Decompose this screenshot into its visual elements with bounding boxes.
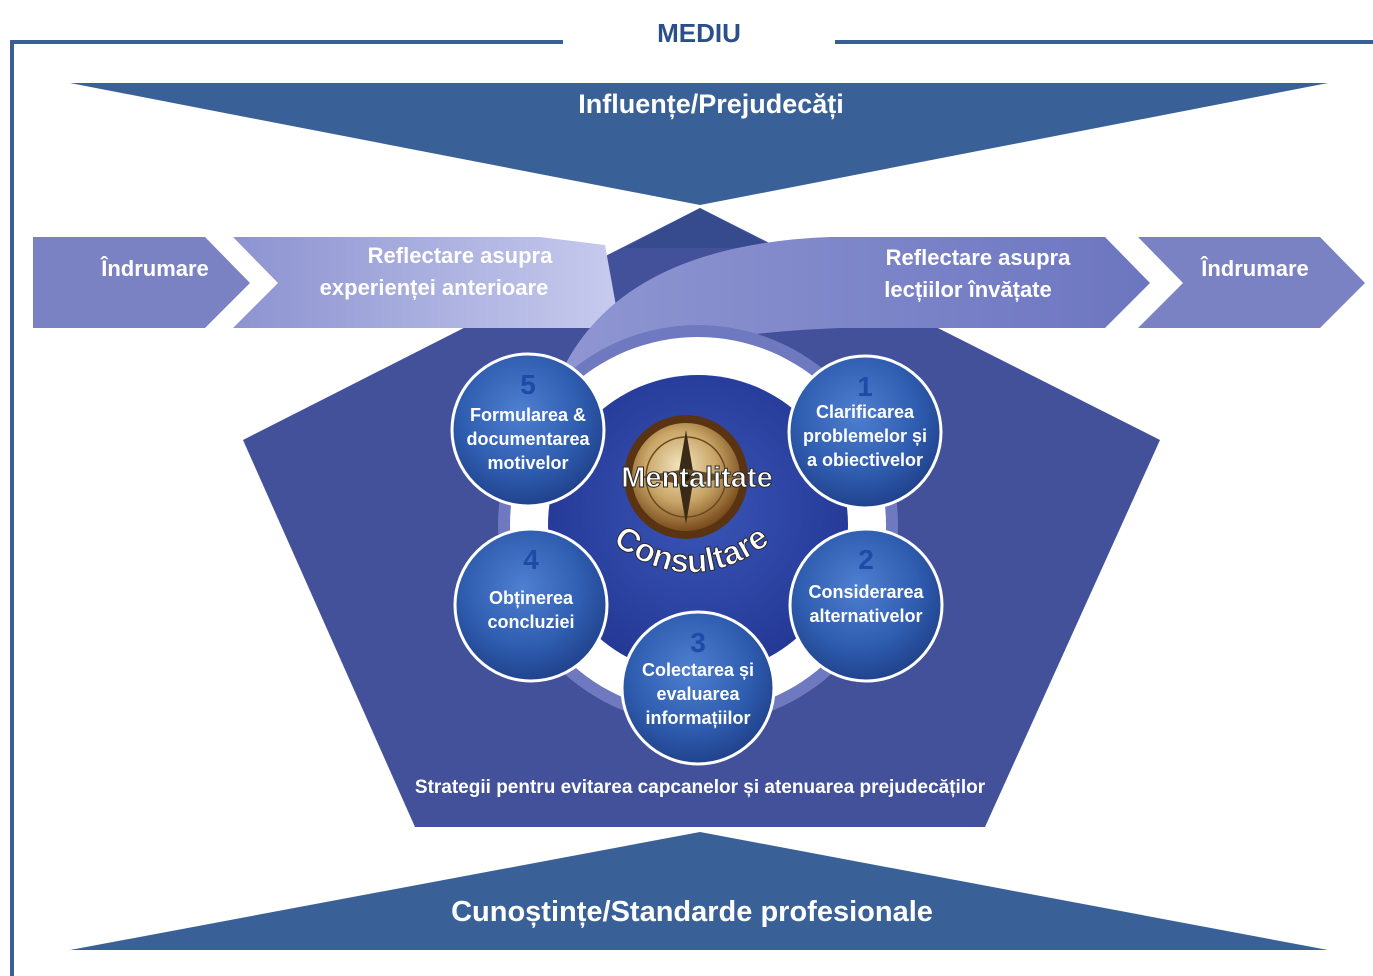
step-circle: [453, 527, 609, 683]
step-number: 3: [690, 627, 706, 658]
influences-shape: [70, 83, 1328, 205]
step-circle: [620, 610, 776, 766]
reflection-left-line1: Reflectare asupra: [368, 243, 553, 268]
reflection-right-shape: [560, 237, 1150, 378]
guidance-left-arrow: Îndrumare: [33, 237, 250, 328]
step-number: 1: [857, 371, 873, 402]
environment-frame: MEDIU: [10, 18, 1373, 976]
step-label-line: evaluarea: [656, 684, 740, 704]
reflection-left-arrow: Reflectare asupra experienței anterioare: [233, 237, 620, 328]
reflection-left-shape: [233, 237, 620, 328]
guidance-right-shape: [1138, 237, 1365, 328]
step-label-line: Obținerea: [489, 588, 574, 608]
step-number: 2: [858, 544, 874, 575]
step-circle: [788, 527, 944, 683]
reflection-left-line2: experienței anterioare: [320, 275, 549, 300]
step-label-line: Colectarea și: [642, 660, 754, 680]
knowledge-label: Cunoștințe/Standarde profesionale: [451, 896, 933, 928]
influences-label: Influențe/Prejudecăți: [578, 89, 844, 119]
step-label-line: motivelor: [487, 453, 568, 473]
guidance-right-arrow: Îndrumare: [1138, 237, 1365, 328]
reflection-right-arrow: Reflectare asupra lecțiilor învățate: [560, 237, 1150, 378]
pentagon-top-facet: [625, 208, 775, 248]
mindset-label: Mentalitate: [621, 462, 772, 494]
step-number: 5: [520, 369, 536, 400]
frame-title: MEDIU: [657, 18, 741, 48]
knowledge-banner: Cunoștințe/Standarde profesionale: [70, 832, 1328, 950]
step-circle: [450, 352, 606, 508]
guidance-left-shape: [33, 237, 250, 328]
compass-icon: [624, 415, 748, 539]
reflection-right-line2: lecțiilor învățate: [884, 277, 1052, 302]
reflection-right-line1: Reflectare asupra: [886, 245, 1071, 270]
step-label-line: Formularea &: [470, 405, 586, 425]
step-number: 4: [523, 544, 539, 575]
step-label-line: documentarea: [466, 429, 590, 449]
step-label-line: concluziei: [487, 612, 574, 632]
frame-line-left: [10, 40, 563, 976]
influences-banner: Influențe/Prejudecăți: [70, 83, 1328, 205]
step-label-line: Clarificarea: [816, 402, 915, 422]
step-label-line: alternativelor: [809, 606, 922, 626]
step-label-line: a obiectivelor: [807, 450, 923, 470]
strategy-label: Strategii pentru evitarea capcanelor și …: [415, 777, 986, 798]
step-label-line: Considerarea: [808, 582, 924, 602]
step-label-line: problemelor și: [803, 426, 927, 446]
guidance-right-label: Îndrumare: [1200, 256, 1309, 281]
step-label-line: informațiilor: [645, 708, 750, 728]
guidance-left-label: Îndrumare: [100, 256, 209, 281]
knowledge-shape: [70, 832, 1328, 950]
step-circle: [787, 354, 943, 510]
